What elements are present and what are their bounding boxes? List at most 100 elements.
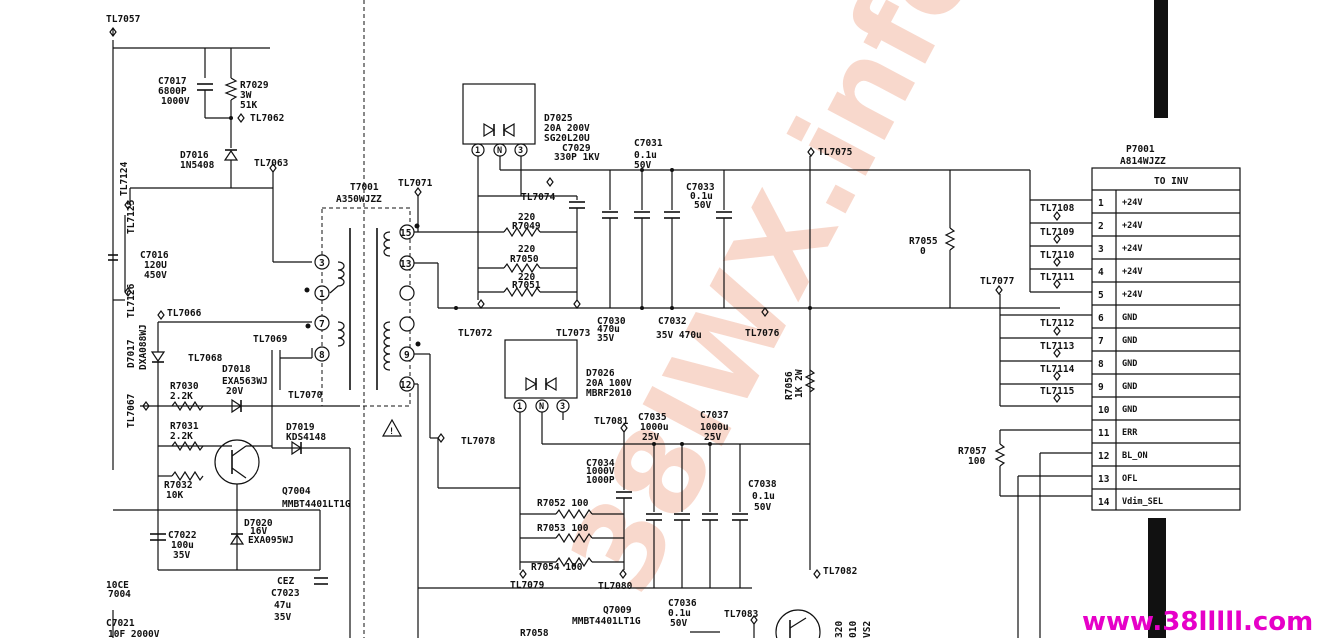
connector-pin-signal: +24V <box>1122 244 1142 254</box>
connector-pin-number: 7 <box>1098 336 1104 347</box>
d7025-pin-1: 1 <box>475 146 480 156</box>
t7001-pin-12: 12 <box>400 380 411 391</box>
c7038-val: 0.1u <box>752 491 775 502</box>
d7017-val: DXA088WJ <box>138 324 149 370</box>
right-bar-bottom <box>1148 518 1166 638</box>
labels: TL7057 C7017 6800P 1000V R7029 3W 51K TL… <box>106 14 1075 638</box>
c7036-ref: C7036 <box>668 598 697 609</box>
r7052-label: R7052 100 <box>537 498 589 509</box>
connector-pin-signal: GND <box>1122 313 1137 323</box>
tp-7082: TL7082 <box>823 566 857 577</box>
t7001-pin-8: 8 <box>319 350 325 361</box>
partial-010: 010 <box>848 621 859 638</box>
transformer-t7001: 3 1 7 8 15 13 9 12 ! <box>304 207 421 437</box>
c7023-volt: 35V <box>274 612 291 623</box>
d7020-val: EXA095WJ <box>248 535 294 546</box>
c7038-ref: C7038 <box>748 479 777 490</box>
connector-pin-signal: GND <box>1122 382 1137 392</box>
c7037-volt: 25V <box>704 432 721 443</box>
c7022-val: 100u <box>171 540 194 551</box>
tp-7072: TL7072 <box>458 328 492 339</box>
connector-pin-number: 11 <box>1098 428 1110 439</box>
connector-p7001: TO INV P7001 A814WJZZ 1+24V2+24V3+24V4+2… <box>1091 144 1241 511</box>
d7020-ref: D7020 <box>244 518 273 529</box>
c7017-val: 6800P <box>158 86 187 97</box>
c7035-volt: 25V <box>642 432 659 443</box>
d7026-pin-n: N <box>539 402 544 412</box>
tp-7069: TL7069 <box>253 334 288 345</box>
tp-7057: TL7057 <box>106 14 140 25</box>
r7032-val: 10K <box>166 490 183 501</box>
tp-7071: TL7071 <box>398 178 433 189</box>
r7051-val: 220 <box>518 272 535 283</box>
d7025-part: SG20L20U <box>544 133 590 144</box>
connector-pin-signal: BL_ON <box>1122 451 1148 461</box>
d7020-volt: 16V <box>250 526 267 537</box>
t7001-pin-9: 9 <box>404 350 410 361</box>
c7030-val: 470u <box>597 324 620 335</box>
c7023-ref: C7023 <box>271 588 300 599</box>
q7009-ref: Q7009 <box>603 605 632 616</box>
t7001-pin-13: 13 <box>400 259 412 270</box>
watermark: 38lWX.info <box>543 0 1006 613</box>
tp-7126: TL7126 <box>126 283 137 318</box>
tp-7066: TL7066 <box>167 308 202 319</box>
c7030-ref: C7030 <box>597 316 626 327</box>
r7029-ref: R7029 <box>240 80 269 91</box>
r7057-val: 100 <box>968 456 985 467</box>
tp-7067: TL7067 <box>126 394 137 428</box>
connector-ref: P7001 <box>1126 144 1155 155</box>
d7026-ref: D7026 <box>586 368 615 379</box>
c7033-ref: C7033 <box>686 182 715 193</box>
r7056-val: 1K 2W <box>794 369 805 398</box>
connector-pin-signal: +24V <box>1122 221 1142 231</box>
connector-pin-signal: +24V <box>1122 198 1142 208</box>
c7029-ref: C7029 <box>562 143 591 154</box>
connector-pin-number: 13 <box>1098 474 1110 485</box>
d7016-ref: D7016 <box>180 150 209 161</box>
connector-pin-number: 8 <box>1098 359 1104 370</box>
connector-pin-number: 12 <box>1098 451 1109 462</box>
connector-pin-signal: ERR <box>1122 428 1138 438</box>
c7021-val: 10F 2000V <box>108 629 160 638</box>
connector-pin-number: 1 <box>1098 198 1104 209</box>
d7026-pin-1: 1 <box>517 402 522 412</box>
c7016-ref: C7016 <box>140 250 169 261</box>
d7025-pin-n: N <box>497 146 502 156</box>
tp-7080: TL7080 <box>598 581 633 592</box>
r7049-ref: R7049 <box>512 221 541 232</box>
left-partial-bot: 7004 <box>108 589 131 600</box>
t7001-pin-3: 3 <box>319 258 325 269</box>
tp-7075: TL7075 <box>818 147 853 158</box>
t7001-ref: T7001 <box>350 182 379 193</box>
tp-7110: TL7110 <box>1040 250 1075 261</box>
c7036-val: 0.1u <box>668 608 691 619</box>
d7025-ref: D7025 <box>544 113 573 124</box>
t7001-pin-15: 15 <box>400 228 412 239</box>
c7033-volt: 50V <box>694 200 711 211</box>
d7018-ref: D7018 <box>222 364 251 375</box>
connector-pin-number: 2 <box>1098 221 1104 232</box>
connector-pin-number: 6 <box>1098 313 1104 324</box>
c7031-volt: 50V <box>634 160 651 171</box>
r7055-val: 0 <box>920 246 926 257</box>
tp-7074: TL7074 <box>521 192 556 203</box>
tp-7063: TL7063 <box>254 158 289 169</box>
c7017-ref: C7017 <box>158 76 187 87</box>
r7055-ref: R7055 <box>909 236 938 247</box>
d7019-ref: D7019 <box>286 422 315 433</box>
r7031-val: 2.2K <box>170 431 193 442</box>
right-bar-top <box>1154 0 1168 118</box>
d7026-val: 20A 100V <box>586 378 632 389</box>
c7038-volt: 50V <box>754 502 771 513</box>
tp-7108: TL7108 <box>1040 203 1075 214</box>
connector-pin-number: 3 <box>1098 244 1104 255</box>
connector-pin-signal: OFL <box>1122 474 1137 484</box>
c7021-ref: C7021 <box>106 618 135 629</box>
c7035-val: 1000u <box>640 422 669 433</box>
tp-7068: TL7068 <box>188 353 223 364</box>
tp-7083: TL7083 <box>724 609 759 620</box>
t7001-val: A350WJZZ <box>336 194 382 205</box>
tp-7111: TL7111 <box>1040 272 1075 283</box>
